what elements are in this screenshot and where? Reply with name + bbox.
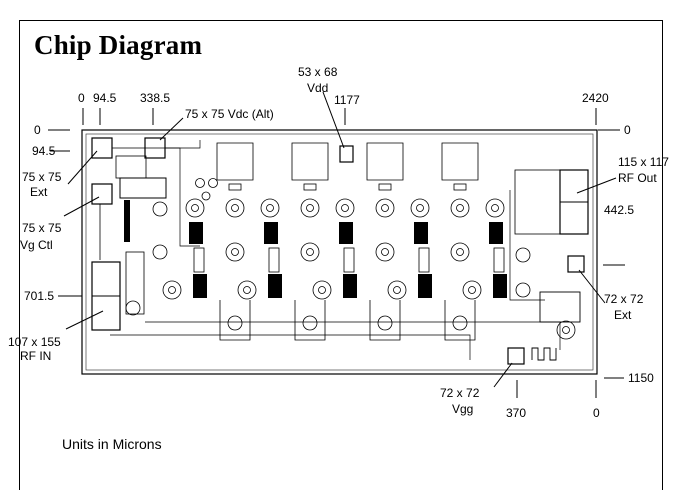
dim-bottom-370: 370 bbox=[506, 406, 526, 420]
dim-right-1150: 1150 bbox=[628, 371, 654, 385]
dim-right-442-5: 442.5 bbox=[604, 203, 634, 217]
transistor-cells bbox=[189, 222, 507, 298]
label-rfin-size: 107 x 155 bbox=[8, 335, 61, 349]
label-vgctl-name: Vg Ctl bbox=[20, 238, 53, 252]
dim-bottom-0: 0 bbox=[593, 406, 600, 420]
label-rfin-name: RF IN bbox=[20, 349, 51, 363]
dim-top-94-5: 94.5 bbox=[93, 91, 117, 105]
chip-outline bbox=[81, 129, 598, 375]
diagram-frame bbox=[19, 20, 663, 490]
label-ext-r-name: Ext bbox=[614, 308, 632, 322]
label-vdd-name: Vdd bbox=[307, 81, 328, 95]
pad-vg-ctl bbox=[91, 183, 113, 205]
pad-vgg bbox=[507, 347, 525, 365]
dim-top-2420: 2420 bbox=[582, 91, 609, 105]
diagram-title: Chip Diagram bbox=[34, 30, 203, 60]
dim-left-0: 0 bbox=[34, 123, 41, 137]
label-vdd-size: 53 x 68 bbox=[298, 65, 338, 79]
label-vgg-size: 72 x 72 bbox=[440, 386, 480, 400]
label-ext-tl-size: 75 x 75 bbox=[22, 170, 62, 184]
dim-left-701-5: 701.5 bbox=[24, 289, 54, 303]
units-note: Units in Microns bbox=[62, 436, 162, 452]
pad-labels: 75 x 75 Vdc (Alt) 53 x 68 Vdd 75 x 75 Ex… bbox=[8, 65, 669, 416]
label-rfout-name: RF Out bbox=[618, 171, 657, 185]
callout-lines bbox=[63, 91, 617, 388]
label-ext-tl-name: Ext bbox=[30, 185, 48, 199]
dim-top-1177: 1177 bbox=[334, 93, 360, 107]
label-vgctl-size: 75 x 75 bbox=[22, 221, 62, 235]
label-rfout-size: 115 x 117 bbox=[618, 155, 669, 169]
label-vdc-alt: 75 x 75 Vdc (Alt) bbox=[185, 107, 274, 121]
dim-top-338-5: 338.5 bbox=[140, 91, 170, 105]
dimension-labels: 0 94.5 338.5 1177 2420 0 94.5 701.5 0 44… bbox=[24, 91, 654, 420]
label-vgg-name: Vgg bbox=[452, 402, 473, 416]
label-ext-r-size: 72 x 72 bbox=[604, 292, 644, 306]
dim-left-94-5: 94.5 bbox=[32, 144, 56, 158]
chip-body bbox=[81, 129, 598, 375]
pad-vdd bbox=[339, 145, 354, 163]
dim-top-0: 0 bbox=[78, 91, 85, 105]
pad-ext-right bbox=[567, 255, 585, 273]
dim-right-0: 0 bbox=[624, 123, 631, 137]
dimension-ticks bbox=[48, 108, 625, 398]
